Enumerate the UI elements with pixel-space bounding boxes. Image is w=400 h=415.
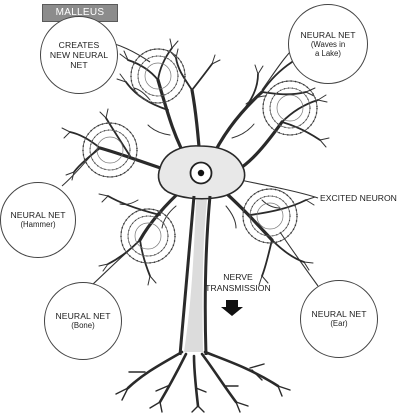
bubble-title: NEURAL NET	[311, 309, 367, 320]
wave-ring-lower-left	[120, 208, 176, 264]
bubble-sub: (Hammer)	[20, 220, 56, 230]
bubble-neural-net-hammer: NEURAL NET (Hammer)	[0, 182, 76, 258]
bubble-neural-net-bone: NEURAL NET (Bone)	[44, 282, 122, 360]
bubble-line: NET	[70, 60, 88, 70]
connector-ear	[279, 231, 319, 287]
excited-neuron-label: EXCITED NEURON	[320, 193, 397, 203]
bubble-creates-new-neural-net: CREATES NEW NEURAL NET	[40, 16, 118, 94]
connector-excited	[239, 179, 319, 199]
bubble-neural-net-waves: NEURAL NET (Waves in a Lake)	[288, 4, 368, 84]
neuron-cell-body	[157, 145, 246, 200]
nerve-transmission-label: NERVE TRANSMISSION	[205, 272, 271, 293]
bubble-title: NEURAL NET	[55, 311, 111, 322]
bubble-sub: (Bone)	[71, 321, 95, 331]
bubble-sub: a Lake)	[314, 49, 341, 58]
axon	[178, 195, 212, 356]
bubble-title: NEURAL NET	[10, 210, 66, 221]
wave-ring-upper-right	[262, 80, 318, 136]
bubble-sub: (Ear)	[330, 319, 348, 329]
axon-terminals	[115, 350, 291, 413]
nerve-label-line: TRANSMISSION	[205, 282, 271, 293]
bubble-title: NEURAL NET	[300, 29, 356, 40]
bubble-neural-net-ear: NEURAL NET (Ear)	[300, 280, 378, 358]
bubble-line: NEW NEURAL	[49, 50, 109, 60]
nucleolus	[197, 169, 205, 177]
bubble-line: CREATES	[58, 40, 100, 50]
bubble-sub: (Waves in	[310, 39, 346, 49]
nerve-label-line: NERVE	[223, 272, 253, 282]
down-arrow-icon	[221, 300, 243, 316]
